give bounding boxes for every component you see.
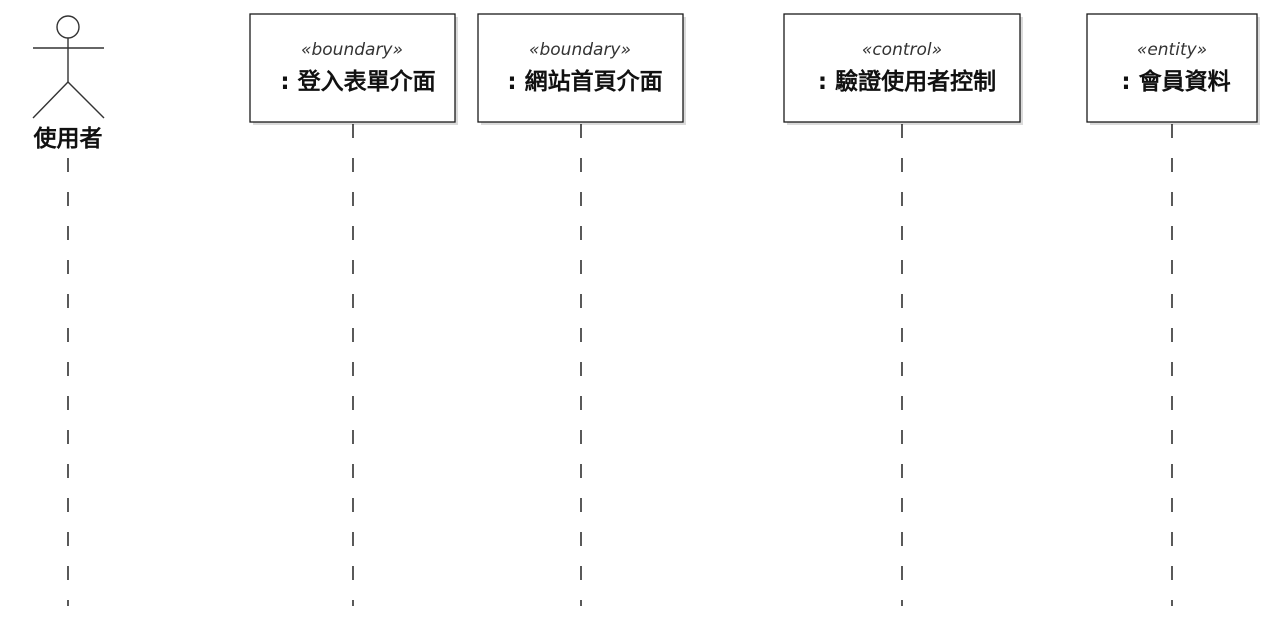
participant-homepage-ui[interactable]: «boundary» : 網站首頁介面	[477, 13, 686, 125]
participant-box	[477, 13, 684, 123]
actor-head-icon	[56, 15, 80, 39]
actor-user[interactable]: 使用者	[32, 15, 105, 152]
participant-stereotype: «control»	[862, 40, 942, 60]
participant-stereotype: «entity»	[1137, 40, 1207, 60]
participant-auth-control[interactable]: «control» : 驗證使用者控制	[783, 13, 1023, 125]
participant-box	[1086, 13, 1258, 123]
actor-left-leg	[32, 81, 69, 119]
participant-member-data[interactable]: «entity» : 會員資料	[1086, 13, 1260, 125]
participant-login-form-ui[interactable]: «boundary» : 登入表單介面	[249, 13, 458, 125]
participant-box	[783, 13, 1021, 123]
actor-label: 使用者	[33, 126, 103, 152]
actor-right-leg	[67, 81, 105, 119]
participant-box	[249, 13, 456, 123]
participant-name: : 驗證使用者控制	[818, 68, 996, 95]
participant-name: : 登入表單介面	[280, 69, 435, 95]
participant-name: : 網站首頁介面	[507, 68, 662, 95]
participant-stereotype: «boundary»	[529, 40, 631, 60]
participant-name: : 會員資料	[1121, 68, 1230, 95]
participant-stereotype: «boundary»	[301, 40, 403, 60]
